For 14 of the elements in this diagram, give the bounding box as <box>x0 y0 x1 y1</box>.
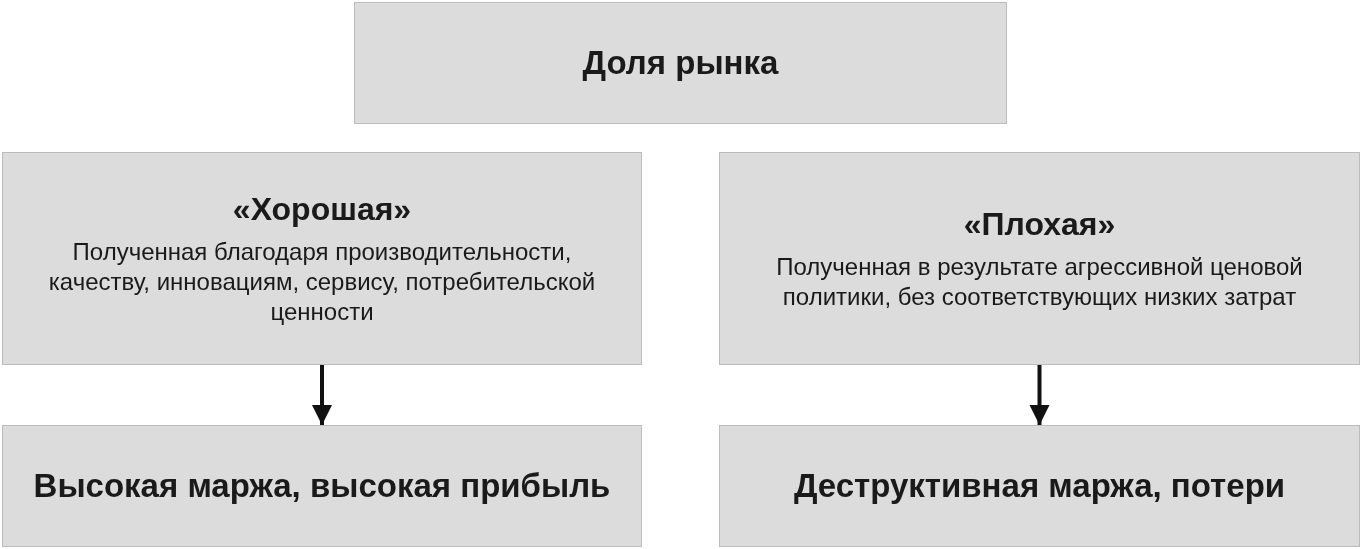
box-description: Полученная в результате агрессивной ценовой политики, без соответствующих низких затрат <box>775 251 1304 312</box>
box-heading: Высокая маржа, высокая прибыль <box>33 466 611 506</box>
box-heading: «Хорошая» <box>232 190 412 229</box>
process-box <box>719 152 1360 365</box>
box-heading: Деструктивная маржа, потери <box>793 466 1286 506</box>
box-heading: «Плохая» <box>963 205 1116 244</box>
arrow <box>1029 365 1050 425</box>
box-heading: Доля рынка <box>582 43 779 83</box>
process-box <box>2 152 642 365</box>
process-box <box>719 425 1360 547</box>
arrow <box>312 365 332 425</box>
box-description: Полученная благодаря производительности, качеству, инновациям, сервису, потребительской ценности <box>47 236 597 327</box>
process-box <box>354 2 1007 124</box>
process-box <box>2 425 642 547</box>
